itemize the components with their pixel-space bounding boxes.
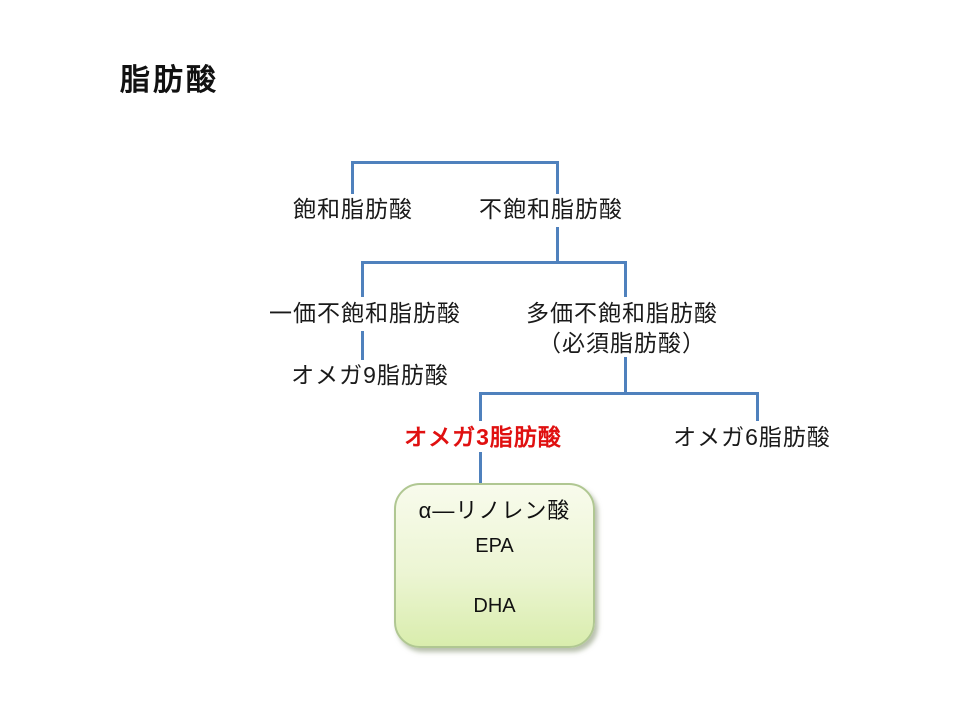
node-polyunsaturated-line1: 多価不飽和脂肪酸 xyxy=(526,300,718,326)
slide-title: 脂肪酸 xyxy=(120,64,219,97)
node-polyunsaturated-line2: （必須脂肪酸） xyxy=(538,330,706,356)
connector-level3-left-drop xyxy=(479,392,482,421)
connector-level1-left-drop xyxy=(351,161,354,194)
connector-level3-horizontal xyxy=(479,392,759,395)
connector-omega3-down xyxy=(479,452,482,484)
connector-poly-down xyxy=(624,357,627,395)
connector-level2-horizontal xyxy=(361,261,627,264)
alpha-linolenic-label: α―リノレン酸 xyxy=(418,498,571,523)
node-omega6: オメガ6脂肪酸 xyxy=(673,424,831,450)
connector-level2-left-drop xyxy=(361,261,364,297)
connector-unsaturated-down xyxy=(556,227,559,264)
dha-label: DHA xyxy=(473,595,516,617)
node-omega9: オメガ9脂肪酸 xyxy=(291,362,449,388)
connector-level1-right-drop xyxy=(556,161,559,194)
node-omega3: オメガ3脂肪酸 xyxy=(404,424,562,450)
epa-label: EPA xyxy=(475,535,514,557)
connector-mono-down xyxy=(361,331,364,360)
connector-level2-right-drop xyxy=(624,261,627,297)
omega3-box: α―リノレン酸 EPA DHA xyxy=(394,483,595,648)
node-unsaturated: 不飽和脂肪酸 xyxy=(479,196,623,222)
node-polyunsaturated: 多価不飽和脂肪酸 （必須脂肪酸） xyxy=(526,298,718,358)
connector-level3-right-drop xyxy=(756,392,759,421)
connector-level1-horizontal xyxy=(351,161,559,164)
node-monounsaturated: 一価不飽和脂肪酸 xyxy=(269,300,461,326)
node-saturated: 飽和脂肪酸 xyxy=(293,196,413,222)
